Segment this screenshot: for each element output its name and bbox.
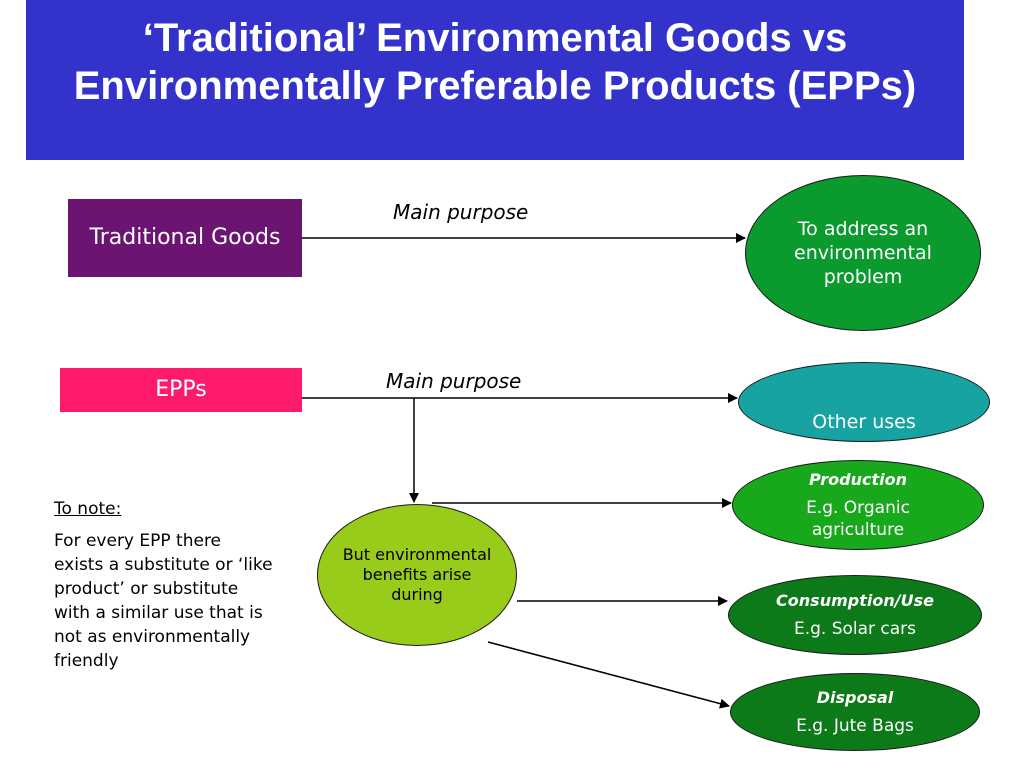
address-problem-text: To address an environmental problem xyxy=(794,218,932,288)
epps-box: EPPs xyxy=(60,368,302,412)
production-example: E.g. Organic agriculture xyxy=(806,498,910,540)
address-problem-ellipse: To address an environmental problem xyxy=(745,175,981,331)
consumption-ellipse: Consumption/Use E.g. Solar cars xyxy=(728,575,982,655)
note-body: For every EPP there exists a substitute … xyxy=(54,531,273,671)
consumption-heading: Consumption/Use xyxy=(776,591,934,610)
disposal-heading: Disposal xyxy=(816,688,894,707)
slide-title: ‘Traditional’ Environmental Goods vs Env… xyxy=(73,16,917,108)
environmental-benefits-ellipse: But environmental benefits arise during xyxy=(317,504,517,646)
main-purpose-label-traditional: Main purpose xyxy=(393,200,529,224)
note-block: To note: For every EPP there exists a su… xyxy=(54,497,274,673)
title-bar xyxy=(26,0,964,160)
production-heading: Production xyxy=(809,470,907,489)
arrow-benefits-to-disposal xyxy=(487,641,730,709)
note-heading: To note: xyxy=(54,499,122,519)
traditional-goods-label: Traditional Goods xyxy=(89,225,281,250)
other-uses-ellipse: Other uses xyxy=(738,362,990,442)
environmental-benefits-text: But environmental benefits arise during xyxy=(342,545,492,604)
epps-label: EPPs xyxy=(155,377,207,402)
production-ellipse: Production E.g. Organic agriculture xyxy=(732,460,984,550)
disposal-ellipse: Disposal E.g. Jute Bags xyxy=(730,673,980,751)
main-purpose-label-epps: Main purpose xyxy=(386,369,522,393)
traditional-goods-box: Traditional Goods xyxy=(68,199,302,277)
consumption-example: E.g. Solar cars xyxy=(793,619,917,639)
disposal-example: E.g. Jute Bags xyxy=(796,716,914,736)
other-uses-text: Other uses xyxy=(812,411,916,433)
